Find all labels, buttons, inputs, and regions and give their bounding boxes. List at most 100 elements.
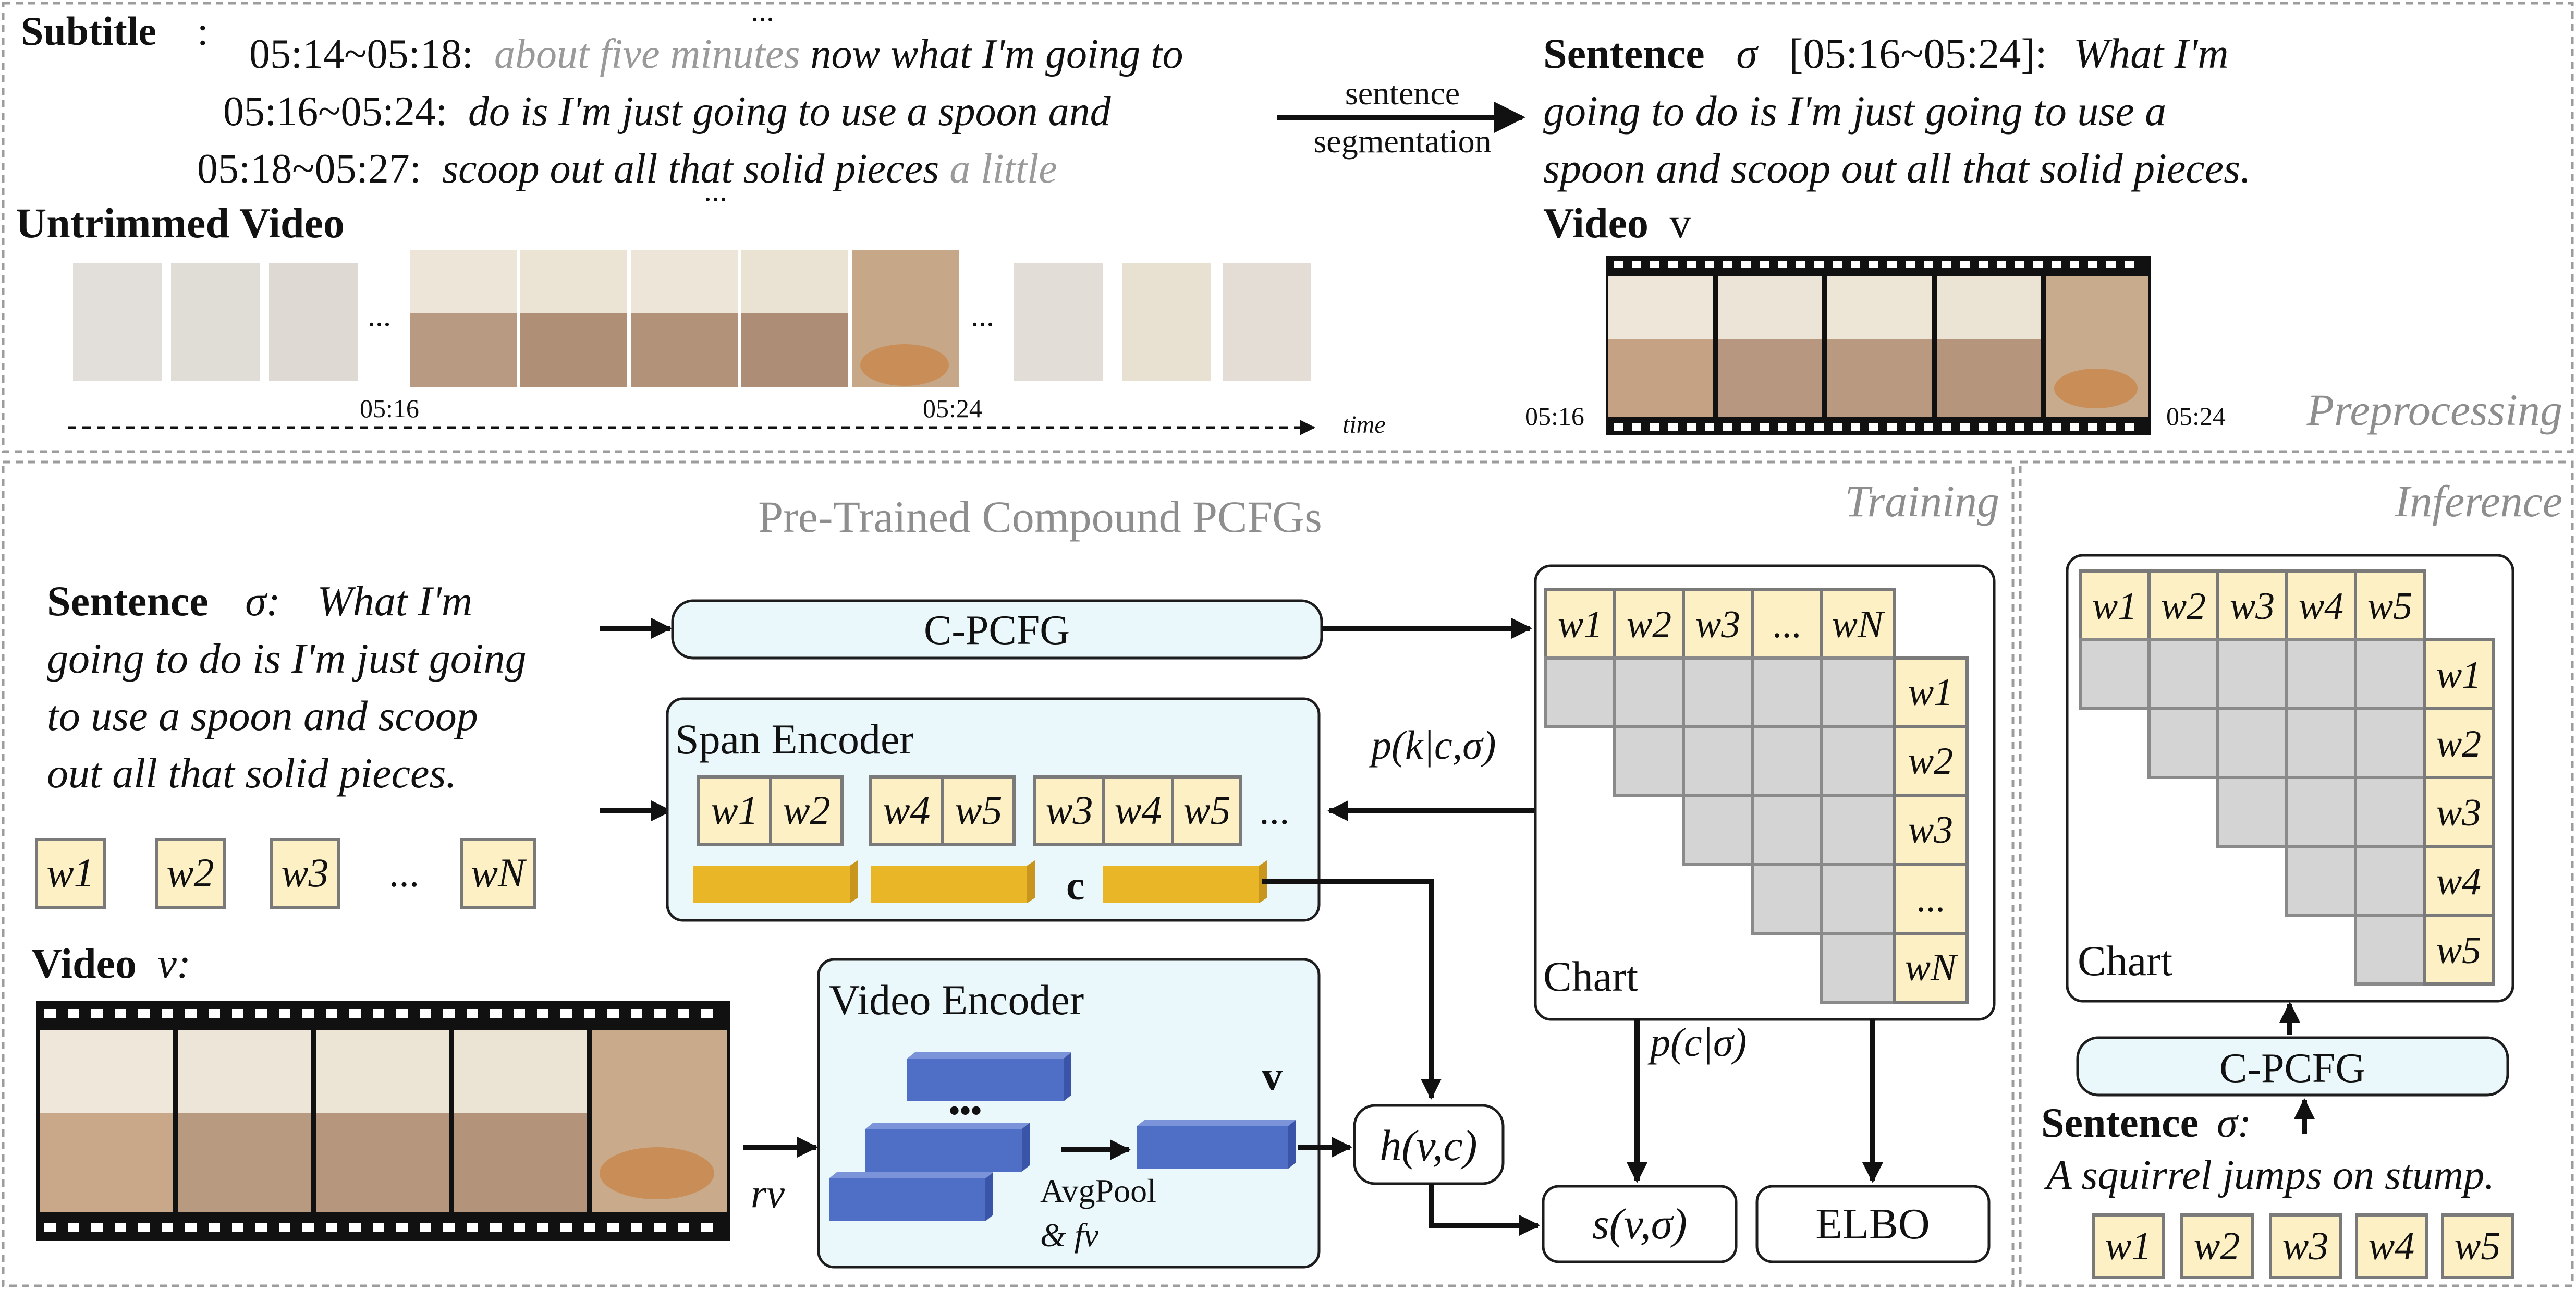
chart-top-token: w1 [2092,585,2137,628]
chart-side-token: wN [1905,946,1958,989]
training-sentence-text-2: going to do is I'm just going [47,635,527,682]
subtitle-text-1: now what I'm going to [811,31,1183,77]
segmented-sentence-line-1: Sentence σ [05:16~05:24]: What I'm [1543,30,2229,77]
faded-frame [1122,263,1211,381]
training-sentence-text-1: What I'm [317,577,472,625]
frame-shirt [631,250,738,313]
inference-token: w5 [2455,1224,2501,1268]
inference-section-label: Inference [2395,476,2563,526]
token-box [155,838,226,909]
span-token: w3 [1045,787,1093,833]
token-box [2355,1213,2428,1279]
token-box [35,838,106,909]
bar-top [829,1172,993,1178]
film-holes-top [1614,261,2134,268]
frame-feature-bar [865,1129,1022,1172]
training-panel [2,460,2015,1287]
token-box [2180,1213,2254,1279]
segmented-sentence-text-1: What I'm [2073,30,2229,77]
film-frame-shirt [1608,276,1713,339]
chart-top-token-box [1613,588,1685,660]
token-box [2269,1213,2342,1279]
training-sentence-text-4: out all that solid pieces. [47,749,457,797]
subtitle-line-2: 05:16~05:24: do is I'm just going to use… [223,89,1112,135]
inference-sentence-label: Sentence [2041,1100,2199,1146]
film-holes-bottom [1614,423,2134,431]
inference-cpcfg-box [2076,1036,2509,1097]
inference-tokens: w1 w2 w3 w4 w5 [2092,1213,2514,1279]
training-video-label: Video [31,940,137,987]
segmented-sentence-label: Sentence [1543,30,1705,77]
chart-side-token: w3 [2436,792,2481,834]
inference-sentence-sigma: σ: [2217,1100,2251,1146]
subtitle-label: Subtitle [21,8,156,54]
fv-label: & fv [1040,1217,1099,1254]
inference-panel [2019,460,2574,1287]
subtitle-text-3: scoop out all that solid pieces [442,146,949,192]
film-frame-shirt [40,1030,173,1113]
chart-side-token-box [2423,914,2495,986]
preprocessing-filmstrip [1606,256,2151,435]
chart-top-token: w3 [1695,603,1740,646]
s-node [1542,1185,1738,1263]
training-sentence-label: Sentence [47,577,209,625]
p-c-label: p(c|σ) [1647,1019,1747,1065]
segmented-sentence-text-2: going to do is I'm just going to use a [1543,87,2166,135]
frames-ellipsis-right: ... [971,298,994,333]
pretrained-label: Pre-Trained Compound PCFGs [758,492,1322,542]
rv-label: rv [751,1171,785,1216]
film-frame-bowl [2054,369,2138,408]
faded-frame [171,263,260,381]
s-label: s(v,σ) [1592,1200,1687,1248]
segmented-video-symbol: v [1669,199,1691,247]
segmented-sentence-span: [05:16~05:24]: [1789,30,2047,77]
segmented-video-title: Video v [1543,199,1691,247]
token-ellipsis: ... [389,850,420,895]
frame-shirt [520,250,627,313]
chart-side-token: w4 [2436,860,2481,903]
chart-side-token: w3 [1908,809,1953,852]
frame-shirt [741,250,848,313]
faded-frame [269,263,358,381]
bar-side [985,1172,993,1221]
chart-side-token-box [2423,707,2495,779]
bar-side [1288,1120,1296,1169]
chart-side-token: w1 [2436,654,2481,697]
training-video-title: Video v: [31,940,191,987]
chart-top-token: w2 [1627,603,1671,646]
token-box [270,838,340,909]
clip-end-label: 05:24 [2166,402,2226,431]
span-group-2: w4 w5 [869,775,1016,846]
inference-token: w4 [2369,1224,2415,1268]
frame-shirt [410,250,517,313]
subtitle-ellipsis-top: ... [751,0,774,28]
v-label: v [1262,1053,1283,1099]
span-token: w4 [883,787,930,833]
span-token: w4 [1114,787,1162,833]
span-embeddings [693,860,1267,903]
film-frame-shirt [316,1030,449,1113]
bar-side [1022,1123,1030,1172]
span-token: w5 [955,787,1002,833]
subtitle-text-2: do is I'm just going to use a spoon and [468,89,1112,135]
time-end-label: 05:24 [923,394,982,423]
chart-top-token: w2 [2161,585,2206,628]
training-sentence-sigma: σ: [245,577,280,625]
inference-sentence-text: A squirrel jumps on stump. [2044,1152,2495,1198]
span-token: w5 [1183,787,1230,833]
chart-top-token: ... [1772,603,1801,646]
film-frame-shirt [1827,276,1932,339]
subtitle-time-2: 05:16~05:24: [223,89,447,135]
chart-top-token: w4 [2299,585,2343,628]
subtitle-line-3: 05:18~05:27: scoop out all that solid pi… [197,146,1057,192]
subtitle-colon: : [197,8,209,54]
time-axis-label: time [1342,411,1386,439]
bar-side [1064,1052,1071,1101]
inference-chart-label: Chart [2078,937,2172,984]
chart-side-token: w2 [1908,740,1953,783]
video-frame-features [829,1052,1071,1221]
chart-top-token-box [1544,588,1616,660]
chart-top-token: w5 [2367,585,2412,628]
token-box [2092,1213,2165,1279]
subtitle-gray-1: about five minutes [494,31,800,77]
